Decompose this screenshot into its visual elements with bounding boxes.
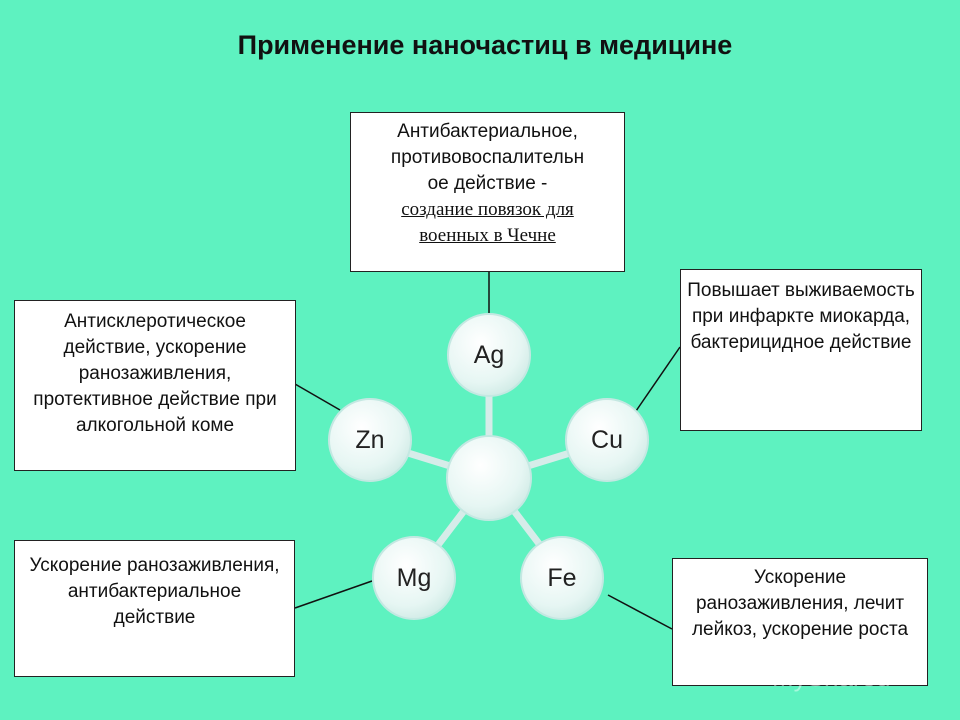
box-zn: Антисклеротическое действие, ускорение р… xyxy=(14,300,296,471)
box-mg: Ускорение ранозаживления, антибактериаль… xyxy=(14,540,295,677)
node-fe-label: Fe xyxy=(547,564,576,592)
box-ag-line1: Антибактериальное, xyxy=(397,121,578,142)
box-cu: Повышает выживаемость при инфаркте миока… xyxy=(680,269,922,431)
connector-cu xyxy=(635,346,681,412)
box-ag-line3: ое действие - xyxy=(427,173,548,194)
node-mg-label: Mg xyxy=(397,564,432,592)
box-ag-serif2: военных в Чечне xyxy=(419,225,556,246)
connector-zn xyxy=(294,383,341,411)
node-mg: Mg xyxy=(372,536,456,620)
node-zn-label: Zn xyxy=(355,426,384,454)
connector-fe xyxy=(607,594,673,630)
box-ag-serif1: создание повязок для xyxy=(401,199,574,220)
node-fe: Fe xyxy=(520,536,604,620)
watermark: MyShared xyxy=(772,662,891,692)
node-cu-label: Cu xyxy=(591,426,623,454)
box-ag: Антибактериальное, противовоспалительн о… xyxy=(350,112,625,272)
node-ag-label: Ag xyxy=(474,341,505,369)
node-zn: Zn xyxy=(328,398,412,482)
center-node xyxy=(446,435,532,521)
node-ag: Ag xyxy=(447,313,531,397)
connector-mg xyxy=(294,580,373,609)
node-cu: Cu xyxy=(565,398,649,482)
box-fe: Ускорение ранозаживления, лечит лейкоз, … xyxy=(672,558,928,686)
page-title: Применение наночастиц в медицине xyxy=(237,30,733,60)
box-ag-line2: противовоспалительн xyxy=(390,147,585,168)
